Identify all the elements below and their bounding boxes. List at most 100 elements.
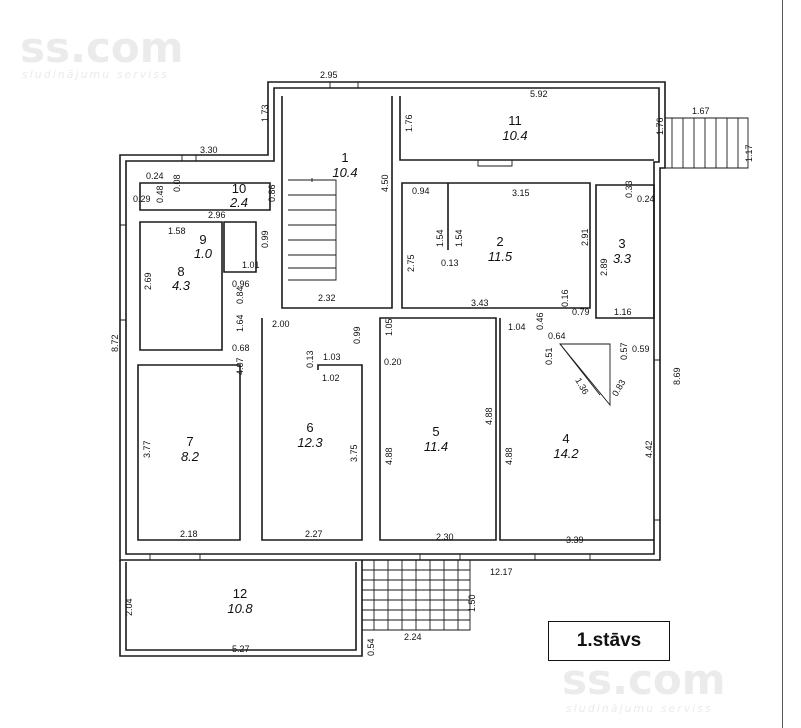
- room-labels: 1 10.4 2 11.5 3 3.3 4 14.2 5 11.4 6 12.3…: [172, 113, 632, 616]
- room-6-number: 6: [306, 420, 313, 435]
- dimension-label: 8.69: [672, 367, 682, 385]
- stairs-east: [665, 117, 749, 169]
- dimension-label: 4.42: [644, 440, 654, 458]
- room-9-area: 1.0: [194, 246, 213, 261]
- room-2-area: 11.5: [488, 249, 513, 264]
- dimension-label: 2.75: [406, 254, 416, 272]
- dimension-label: 4.88: [484, 407, 494, 425]
- dimension-label: 1.73: [260, 104, 270, 122]
- room-7-area: 8.2: [181, 449, 200, 464]
- dimension-label: 2.96: [208, 210, 226, 220]
- dimension-label: 3.75: [349, 444, 359, 462]
- dimension-label: 0.86: [267, 184, 277, 202]
- dimension-label: 1.54: [454, 229, 464, 247]
- room-12-area: 10.8: [227, 601, 253, 616]
- dimension-label: 2.27: [305, 529, 323, 539]
- dimension-label: 4.88: [384, 447, 394, 465]
- dimension-label: 1.50: [467, 594, 477, 612]
- dimension-label: 12.17: [490, 567, 513, 577]
- dimension-label: 0.13: [305, 350, 315, 368]
- room-1-area: 10.4: [332, 165, 357, 180]
- dimension-label: 0.54: [366, 638, 376, 656]
- dimension-label: 2.89: [599, 258, 609, 276]
- dimension-label: 0.20: [384, 357, 402, 367]
- dimension-label: 0.13: [441, 258, 459, 268]
- dimension-label: 1.67: [692, 106, 710, 116]
- dimension-label: 0.79: [572, 307, 590, 317]
- room-5-number: 5: [432, 424, 439, 439]
- page-edge-line: [782, 0, 783, 728]
- dimension-labels: 2.95 5.92 1.73 1.76 1.76 1.67 1.17 3.30 …: [110, 70, 754, 656]
- dimension-label: 2.30: [436, 532, 454, 542]
- dimension-label: 0.94: [412, 186, 430, 196]
- dimension-label: 0.64: [548, 331, 566, 341]
- dimension-label: 2.69: [143, 272, 153, 290]
- watermark-bottom-right: ss.com sludinājumu serviss: [562, 655, 725, 715]
- dimension-label: 1.01: [242, 260, 260, 270]
- floor-label: 1.stāvs: [548, 621, 670, 661]
- room-4-area: 14.2: [553, 446, 579, 461]
- dimension-label: 4.88: [504, 447, 514, 465]
- room-12-number: 12: [233, 586, 247, 601]
- dimension-label: 0.29: [133, 194, 151, 204]
- dimension-label: 1.54: [435, 229, 445, 247]
- dimension-label: 1.58: [168, 226, 186, 236]
- dimension-label: 0.33: [624, 180, 634, 198]
- dimension-label: 1.76: [404, 114, 414, 132]
- room-5-area: 11.4: [424, 439, 448, 454]
- room-3-area: 3.3: [613, 251, 632, 266]
- dimension-label: 5.92: [530, 89, 548, 99]
- dimension-label: 1.76: [655, 117, 665, 135]
- dimension-label: 1.36: [573, 376, 590, 396]
- dimension-label: 3.39: [566, 535, 584, 545]
- outer-walls: [119, 81, 666, 657]
- dimension-label: 0.08: [172, 174, 182, 192]
- dimension-label: 0.99: [260, 230, 270, 248]
- dimension-label: 4.07: [235, 357, 245, 375]
- room-10-area: 2.4: [229, 195, 248, 210]
- dimension-label: 2.95: [320, 70, 338, 80]
- watermark-top-left: ss.com sludinājumu serviss: [20, 23, 183, 81]
- room-7-number: 7: [186, 434, 193, 449]
- dimension-label: 0.57: [619, 342, 629, 360]
- dimension-label: 3.43: [471, 298, 489, 308]
- watermark-brand: ss.com: [562, 655, 725, 704]
- room-3-number: 3: [618, 236, 625, 251]
- dimension-label: 4.50: [380, 174, 390, 192]
- dimension-label: 0.51: [544, 347, 554, 365]
- dimension-label: 2.00: [272, 319, 290, 329]
- room-4-number: 4: [562, 431, 569, 446]
- dimension-label: 0.24: [637, 194, 655, 204]
- dimension-label: 8.72: [110, 334, 120, 352]
- room-11-number: 11: [508, 113, 522, 128]
- room-10-number: 10: [232, 181, 246, 196]
- dimension-label: 3.77: [142, 440, 152, 458]
- room-9-number: 9: [199, 232, 206, 247]
- room-8-area: 4.3: [172, 278, 191, 293]
- dimension-label: 2.04: [124, 598, 134, 616]
- dimension-label: 2.18: [180, 529, 198, 539]
- interior-walls: [137, 96, 655, 541]
- stairs-south: [362, 559, 471, 631]
- dimension-label: 2.32: [318, 293, 336, 303]
- dimension-label: 2.91: [580, 228, 590, 246]
- dimension-label: 0.84: [235, 286, 245, 304]
- dimension-label: 0.46: [535, 312, 545, 330]
- dimension-label: 1.02: [322, 373, 340, 383]
- dimension-label: 0.59: [632, 344, 650, 354]
- dimension-label: 3.15: [512, 188, 530, 198]
- dimension-label: 1.03: [323, 352, 341, 362]
- dimension-label: 0.48: [155, 185, 165, 203]
- dimension-label: 1.05: [384, 318, 394, 336]
- dimension-label: 2.24: [404, 632, 422, 642]
- dimension-label: 0.68: [232, 343, 250, 353]
- room-2-number: 2: [496, 234, 503, 249]
- dimension-label: 0.24: [146, 171, 164, 181]
- dimension-label: 1.04: [508, 322, 526, 332]
- dimension-label: 0.99: [352, 326, 362, 344]
- watermark-tagline: sludinājumu serviss: [22, 68, 169, 81]
- dimension-label: 1.16: [614, 307, 632, 317]
- dimension-label: 0.96: [232, 279, 250, 289]
- watermark-brand: ss.com: [20, 23, 183, 72]
